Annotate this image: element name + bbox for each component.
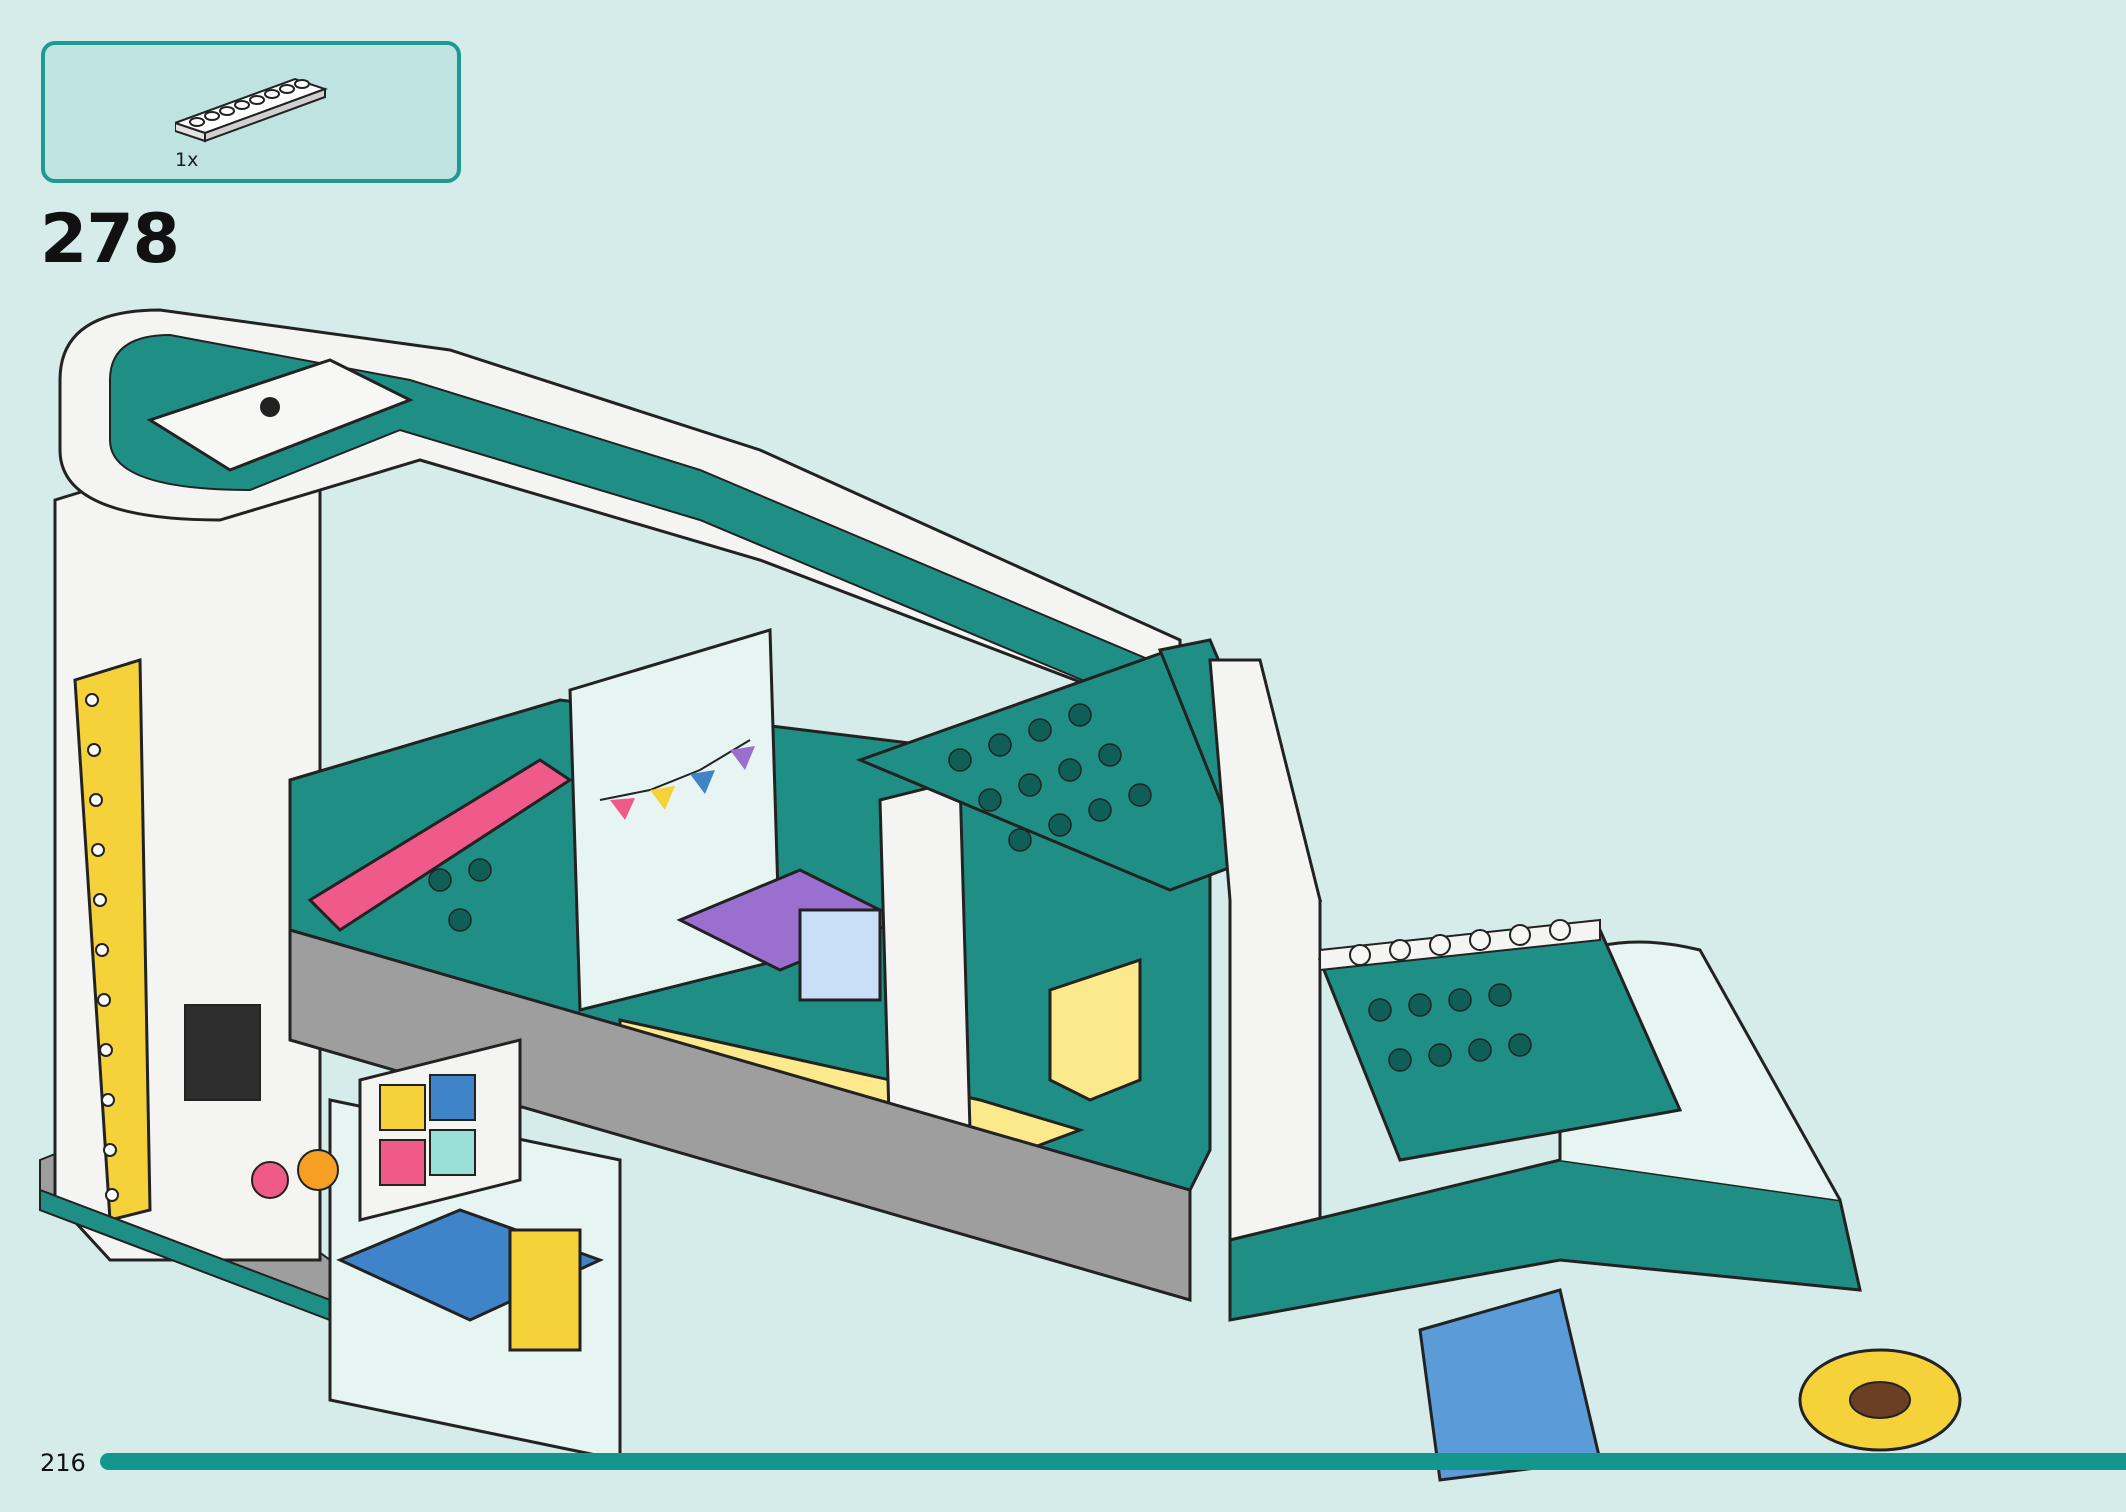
page-progress-bar	[100, 1453, 2126, 1470]
parts-callout: 1x	[41, 41, 461, 183]
page-number: 216	[40, 1449, 86, 1477]
part-quantity: 1x	[175, 149, 199, 171]
white-plate-1x8-icon	[175, 77, 329, 143]
step-number: 278	[40, 200, 180, 279]
